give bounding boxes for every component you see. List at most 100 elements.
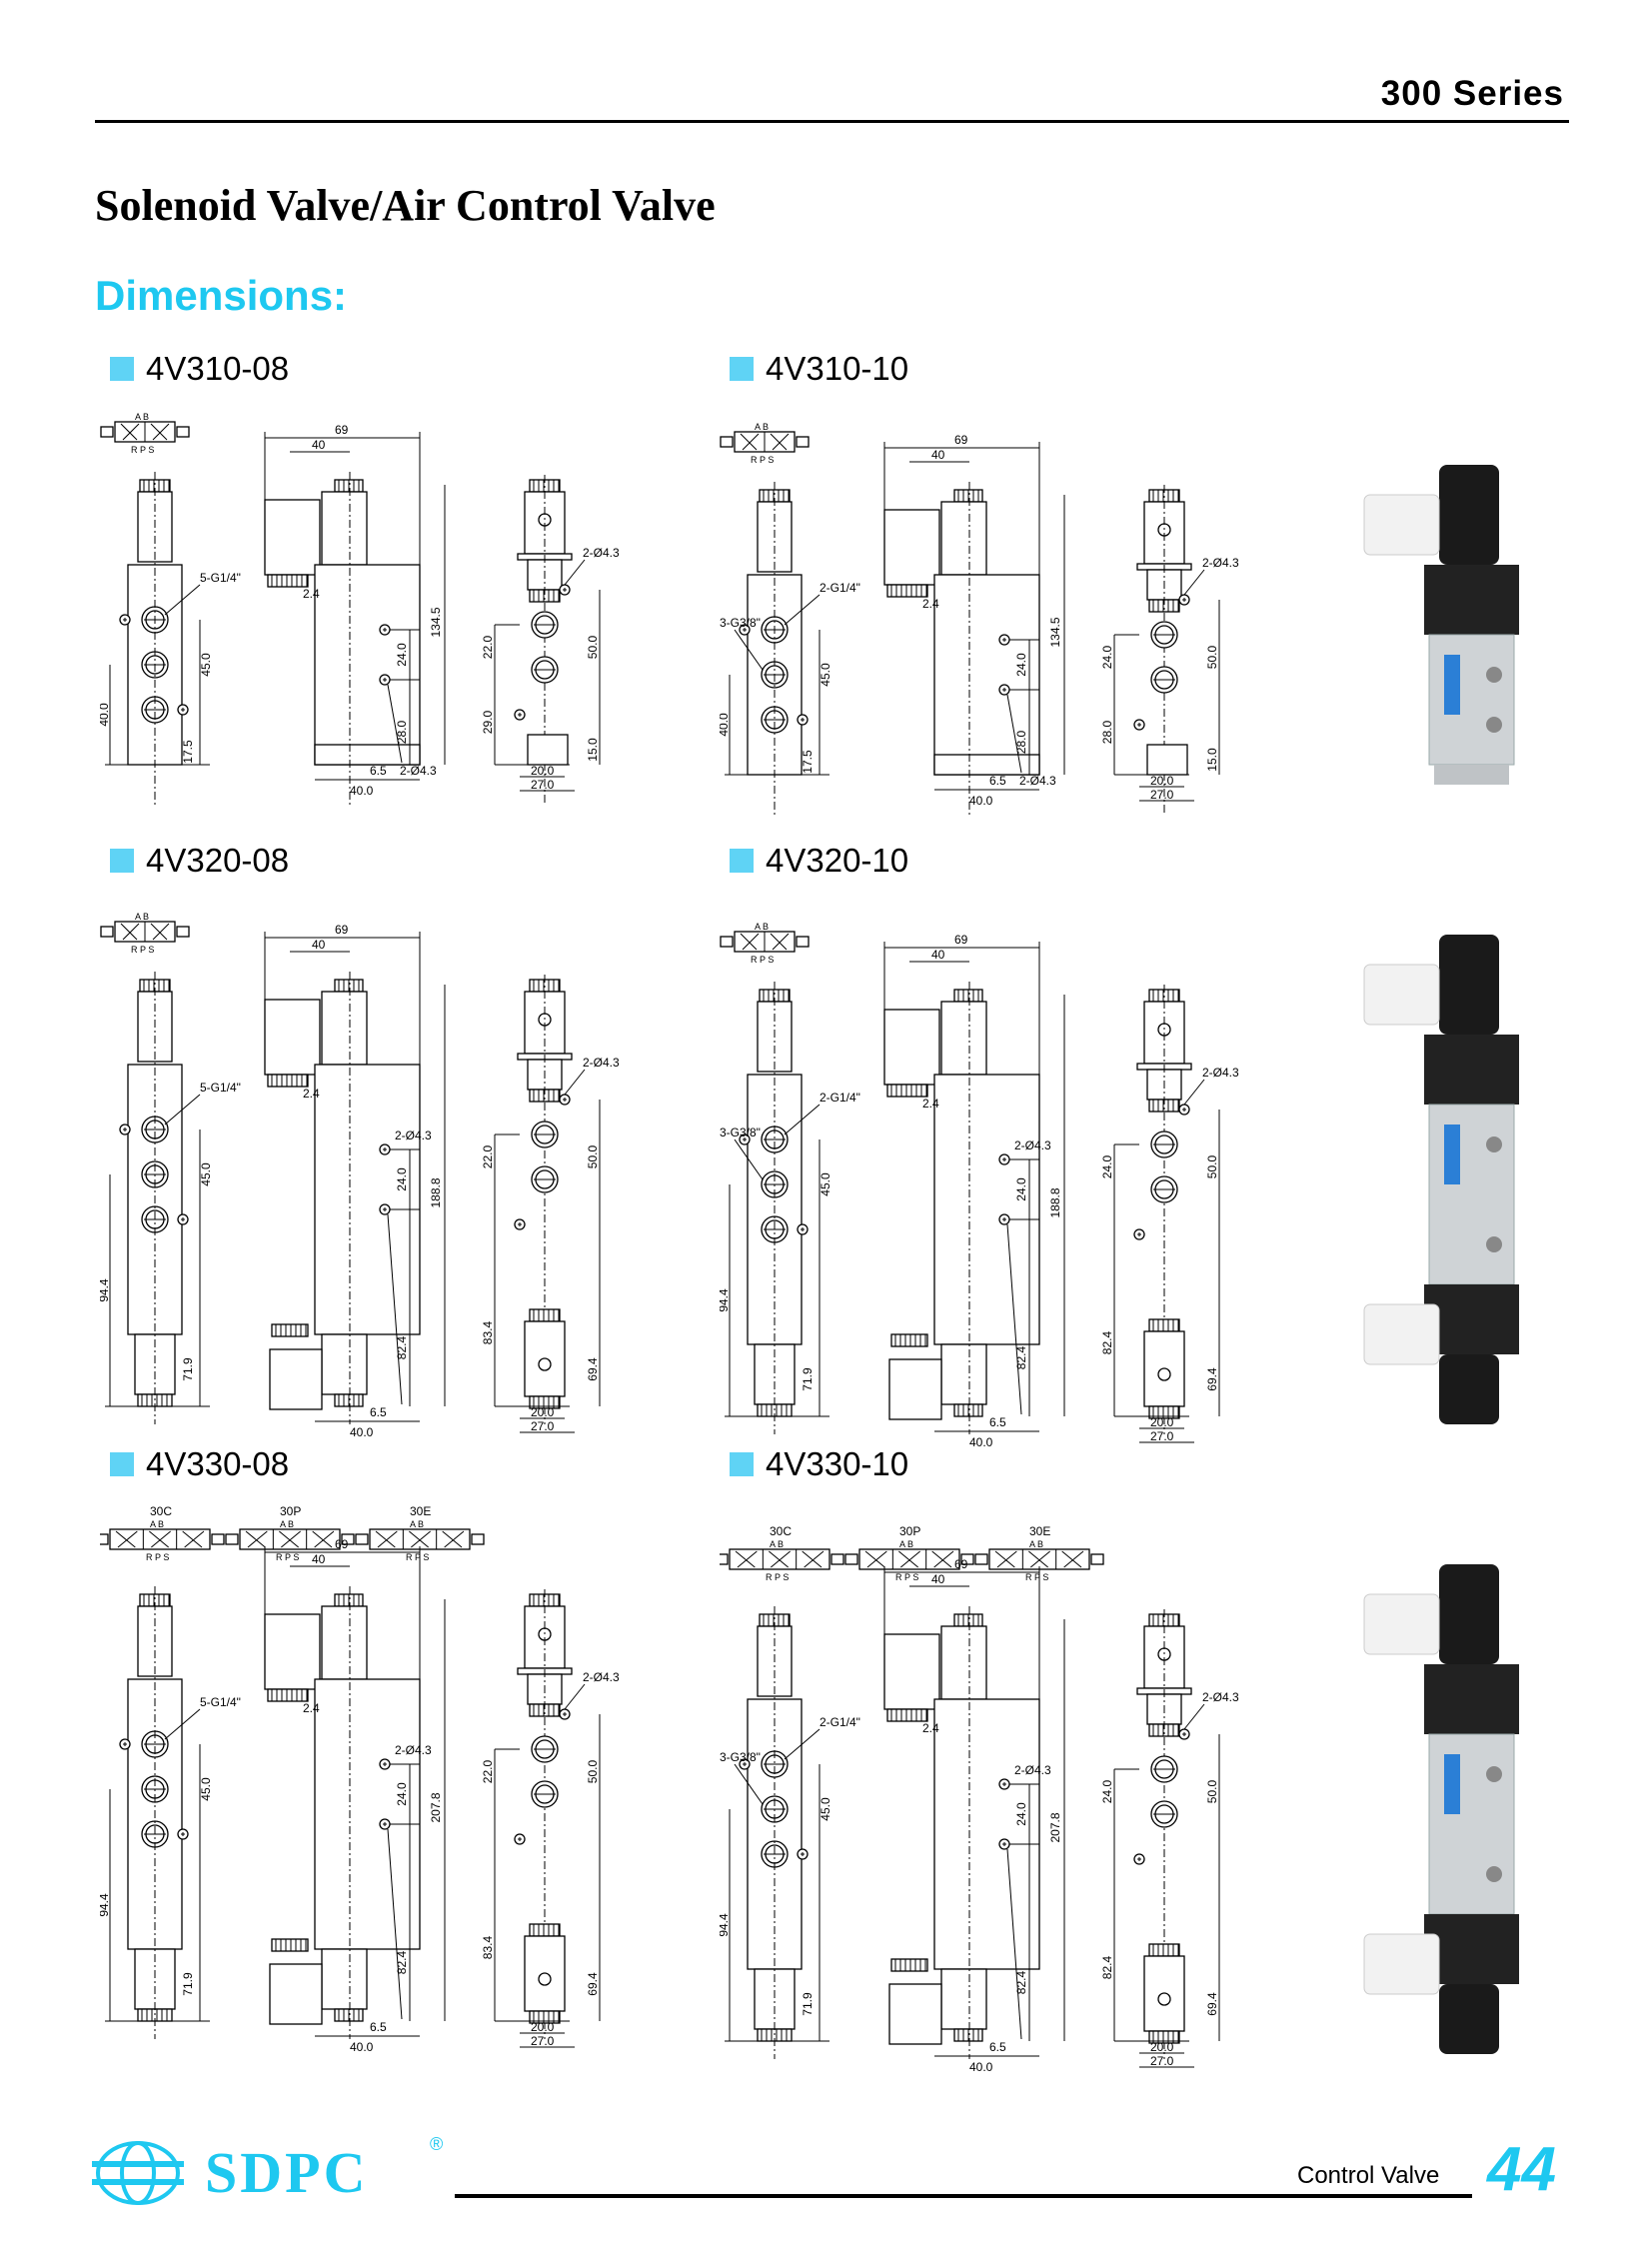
dimension-label: 5-G1/4" <box>200 571 241 585</box>
dimension-label: 3-G3/8" <box>720 1126 761 1139</box>
dimension-label: 24.0 <box>1100 1154 1114 1178</box>
dimension-label: 94.4 <box>720 1913 731 1937</box>
dimension-label: 94.4 <box>720 1288 731 1312</box>
port-icon <box>1150 1755 1178 1783</box>
mount-hole-icon <box>739 624 751 636</box>
dimension-label: 20.0 <box>1150 774 1174 788</box>
dimension-label: 6.5 <box>370 1405 387 1419</box>
model-name: 4V330-10 <box>766 1445 909 1482</box>
footer-category: Control Valve <box>1297 2162 1440 2189</box>
dimension-label: 15.0 <box>586 738 600 762</box>
model-name: 4V330-08 <box>146 1445 290 1482</box>
symbol-ports-top: A B <box>755 922 769 932</box>
symbol-ports-top: A B <box>1029 1539 1043 1549</box>
model-label: 4V310-10 <box>730 350 908 388</box>
symbol-ports-bottom: R P S <box>1025 1572 1048 1582</box>
coil-nut-icon <box>1148 1318 1180 1332</box>
dimension-label: 69.4 <box>1205 1992 1219 2016</box>
dimension-label: 50.0 <box>1205 1154 1219 1178</box>
dimension-label: 2.4 <box>303 1087 320 1101</box>
front-view: 94.445.071.92-G1/4"3-G3/8" <box>720 982 860 1434</box>
dimension-label: 207.8 <box>429 1792 443 1822</box>
coil-nut-icon <box>334 479 364 493</box>
mount-hole-icon <box>379 1818 391 1830</box>
mount-hole-icon <box>559 1094 571 1106</box>
mount-hole-icon <box>379 1758 391 1770</box>
bullet-square-icon <box>110 1452 134 1476</box>
footer-rule <box>455 2194 1472 2198</box>
dimension-label: 27.0 <box>531 1419 555 1433</box>
dimension-label: 27.0 <box>1150 2054 1174 2068</box>
mount-hole-icon <box>1133 1853 1145 1865</box>
bullet-square-icon <box>730 849 754 873</box>
port-icon <box>531 1121 559 1148</box>
dimension-label: 2-Ø4.3 <box>1202 1690 1239 1704</box>
mount-hole-icon <box>559 584 571 596</box>
end-view: 24.082.450.069.42-Ø4.320.027.0 <box>1100 985 1239 1443</box>
front-view: 40.045.017.52-G1/4"3-G3/8" <box>720 482 860 815</box>
dimension-label: 45.0 <box>819 1172 832 1196</box>
port-icon <box>531 1780 559 1808</box>
dimension-label: 71.9 <box>801 1992 815 2016</box>
dimension-label: 69 <box>335 1537 349 1551</box>
sdpc-logo-icon <box>92 2141 184 2205</box>
dimension-drawing: A BR P S40.045.017.52-G1/4"3-G3/8"69402.… <box>720 422 1239 815</box>
header-rule <box>95 120 1569 123</box>
dimension-label: 69 <box>954 1557 968 1571</box>
symbol-ports-top: A B <box>135 912 149 922</box>
mount-hole-icon <box>998 1213 1010 1225</box>
symbol-ports-top: A B <box>280 1519 294 1529</box>
symbol-ports-bottom: R P S <box>131 945 154 955</box>
coil-nut-icon <box>953 1403 983 1417</box>
symbol-ports-bottom: R P S <box>131 445 154 455</box>
dimension-label: 2-Ø4.3 <box>1014 1763 1051 1777</box>
dimension-label: 45.0 <box>199 1162 213 1186</box>
pneumatic-symbol: A B R P S <box>100 912 190 955</box>
bullet-square-icon <box>110 357 134 381</box>
dimension-label: 29.0 <box>481 710 495 734</box>
coil-nut-icon <box>267 1074 309 1088</box>
mount-hole-icon <box>379 624 391 636</box>
mount-hole-icon <box>998 1838 1010 1850</box>
front-view: 94.445.071.95-G1/4" <box>100 1586 241 2039</box>
symbol-variant: 30C <box>770 1524 792 1538</box>
end-view: 24.082.450.069.42-Ø4.320.027.0 <box>1100 1609 1239 2068</box>
coil-nut-icon <box>759 1613 791 1627</box>
dimension-label: 27.0 <box>1150 1429 1174 1443</box>
coil-nut-icon <box>529 1923 561 1937</box>
pneumatic-symbol: A BR P S <box>100 412 190 455</box>
port-icon <box>1150 1175 1178 1203</box>
dimension-label: 27.0 <box>1150 788 1174 802</box>
dimension-label: 2-Ø4.3 <box>1202 1066 1239 1080</box>
mount-hole-icon <box>739 1133 751 1145</box>
dimension-label: 20.0 <box>531 2020 555 2034</box>
dimension-label: 134.5 <box>429 607 443 637</box>
coil-nut-icon <box>890 1958 928 1972</box>
pneumatic-symbol: A BR P S <box>720 922 810 965</box>
dimension-label: 134.5 <box>1048 617 1062 647</box>
symbol-variant: 30E <box>1029 1524 1050 1538</box>
dimension-label: 2-Ø4.3 <box>400 764 437 778</box>
dimension-label: 2.4 <box>303 587 320 601</box>
dimension-label: 71.9 <box>801 1367 815 1391</box>
single-solenoid-valve-photo <box>1363 465 1519 785</box>
dimension-label: 22.0 <box>481 1759 495 1783</box>
dimension-label: 2-Ø4.3 <box>583 1670 620 1684</box>
dimension-label: 40.0 <box>350 1425 374 1439</box>
dimension-label: 27.0 <box>531 778 555 792</box>
dimension-label: 5-G1/4" <box>200 1695 241 1709</box>
dimension-label: 50.0 <box>1205 1779 1219 1803</box>
mount-hole-icon <box>177 704 189 716</box>
mount-hole-icon <box>1178 594 1190 606</box>
model-label: 4V330-08 <box>110 1445 289 1483</box>
pneumatic-symbol: A BR P S <box>720 422 810 465</box>
dimension-label: 15.0 <box>1205 748 1219 772</box>
dimension-label: 69.4 <box>1205 1367 1219 1391</box>
front-view: 40.045.017.55-G1/4" <box>100 472 241 805</box>
symbol-ports-bottom: R P S <box>751 455 774 465</box>
dimension-label: 40 <box>312 938 326 952</box>
